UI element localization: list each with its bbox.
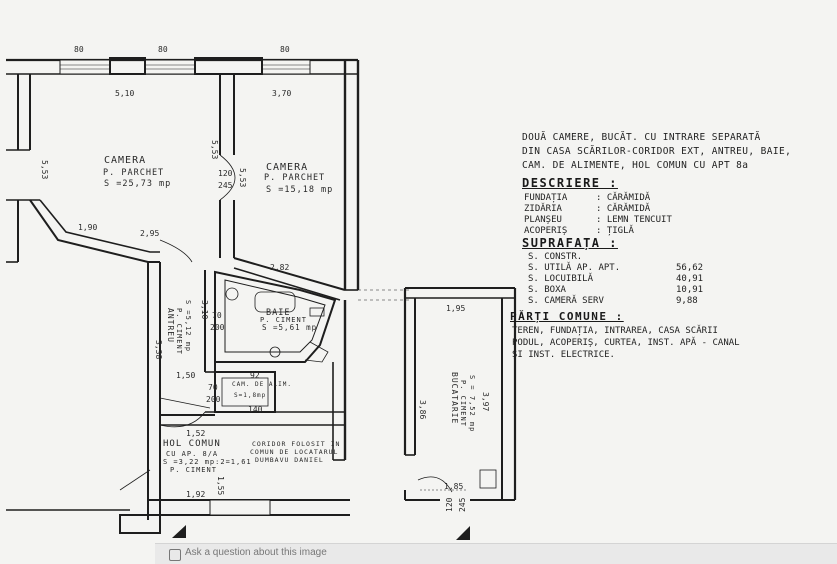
parti-comune-title: PĂRȚI COMUNE : <box>510 310 624 323</box>
dim-155: 1,55 <box>216 476 225 495</box>
dim-185: 1,85 <box>444 482 463 491</box>
antreu-floor: P. CIMENT <box>175 308 183 355</box>
intro-line-1: DOUĂ CAMERE, BUCĂT. CU INTRARE SEPARATĂ <box>522 132 761 143</box>
room2-area: S =15,18 mp <box>266 185 333 195</box>
planseu-value: : LEMN TENCUIT <box>596 215 672 225</box>
dim-282: 2,82 <box>270 263 289 272</box>
bath-name: BAIE <box>266 308 290 318</box>
room1-area: S =25,73 mp <box>104 179 171 189</box>
room2-name: CAMERA <box>266 162 308 173</box>
s-locuibila-key: S. LOCUIBILĂ <box>528 274 594 284</box>
s-locuibila-value: 40,91 <box>676 274 704 284</box>
antreu-area: S =5,12 mp <box>184 300 192 352</box>
fundatia-value: : CĂRĂMIDĂ <box>596 193 651 203</box>
descriere-title: DESCRIERE : <box>522 176 618 190</box>
fundatia-key: FUNDAȚIA <box>524 193 568 203</box>
dim-245-b: 245 <box>458 497 467 512</box>
s-boxa-value: 10,91 <box>676 285 704 295</box>
dim-70-a: 70 <box>212 311 222 320</box>
dim-150: 1,50 <box>176 371 195 380</box>
room1-name: CAMERA <box>104 155 146 166</box>
dim-510: 5,10 <box>115 89 134 98</box>
box-area: S=1,8mp <box>234 392 266 399</box>
parti-line-2: PODUL, ACOPERIȘ, CURTEA, INST. APĂ - CAN… <box>512 338 740 348</box>
dim-120-b: 120 <box>445 497 454 512</box>
room2-floor: P. PARCHET <box>264 173 325 183</box>
parti-line-1: TEREN, FUNDAȚIA, INTRAREA, CASA SCĂRII <box>512 326 718 336</box>
dim-553-c: 5,53 <box>238 168 247 187</box>
acoperis-value: : ȚIGLĂ <box>596 226 634 236</box>
s-boxa-key: S. BOXA <box>528 285 566 295</box>
dim-140: 140 <box>248 405 263 414</box>
bucatarie-name: BUCATARIE <box>450 372 459 424</box>
suprafata-title: SUPRAFAȚA : <box>522 236 618 250</box>
hol-area: S =3,22 mp:2=1,61 <box>163 458 252 466</box>
dim-310: 3,10 <box>200 300 209 319</box>
hol-name: HOL COMUN <box>163 439 221 449</box>
parti-line-3: ȘI INST. ELECTRICE. <box>512 350 615 360</box>
bath-area: S =5,61 mp <box>262 323 317 332</box>
dim-245-a: 245 <box>218 181 233 190</box>
dim-92: 92 <box>250 371 260 380</box>
corridor-line2: COMUN DE LOCATARUL <box>250 448 338 456</box>
s-camera-value: 9,88 <box>676 296 698 306</box>
dim-200-a: 200 <box>210 323 225 332</box>
bucatarie-floor: P. CIMENT <box>459 380 467 427</box>
dim-190: 1,90 <box>78 223 97 232</box>
dim-553-a: 5,53 <box>40 160 49 179</box>
dim-70-b: 70 <box>208 383 218 392</box>
question-bar[interactable]: Ask a question about this image <box>155 543 837 564</box>
hol-floor: P. CIMENT <box>170 466 217 474</box>
image-icon <box>169 549 181 561</box>
antreu-name: ANTREU <box>166 308 175 343</box>
dim-553-b: 5,53 <box>210 140 219 159</box>
dim-370: 3,70 <box>272 89 291 98</box>
zidaria-value: : CĂRĂMIDĂ <box>596 204 651 214</box>
dim-397: 3,97 <box>481 392 490 411</box>
room1-floor: P. PARCHET <box>103 168 164 178</box>
corridor-line3: DUMBAVU DANIEL <box>255 456 324 464</box>
dim-195: 1,95 <box>446 304 465 313</box>
planseu-key: PLANȘEU <box>524 215 562 225</box>
dim-top-2: 80 <box>158 45 168 54</box>
question-placeholder: Ask a question about this image <box>185 547 327 558</box>
dim-200-b: 200 <box>206 395 221 404</box>
dim-top-1: 80 <box>74 45 84 54</box>
box-name: CAM. DE ALIM. <box>232 381 292 388</box>
bucatarie-area: S = 7,52 mp <box>468 375 476 432</box>
s-camera-key: S. CAMERĂ SERV <box>528 296 604 306</box>
dim-338: 3,38 <box>154 340 163 359</box>
dim-152: 1,52 <box>186 429 205 438</box>
dim-120-a: 120 <box>218 169 233 178</box>
s-constr-key: S. CONSTR. <box>528 252 583 262</box>
bath-floor: P. CIMENT <box>260 316 307 324</box>
s-utila-value: 56,62 <box>676 263 704 273</box>
s-utila-key: S. UTILĂ AP. APT. <box>528 263 621 273</box>
dim-192: 1,92 <box>186 490 205 499</box>
zidaria-key: ZIDĂRIA <box>524 204 562 214</box>
intro-line-3: CAM. DE ALIMENTE, HOL COMUN CU APT 8a <box>522 160 749 171</box>
intro-line-2: DIN CASA SCĂRILOR-CORIDOR EXT, ANTREU, B… <box>522 146 792 157</box>
dim-top-3: 80 <box>280 45 290 54</box>
dim-295: 2,95 <box>140 229 159 238</box>
dim-386: 3,86 <box>418 400 427 419</box>
hol-line2: CU AP. 8/A <box>166 450 218 458</box>
acoperis-key: ACOPERIȘ <box>524 226 568 236</box>
corridor-line1: CORIDOR FOLOSIT IN <box>252 440 340 448</box>
